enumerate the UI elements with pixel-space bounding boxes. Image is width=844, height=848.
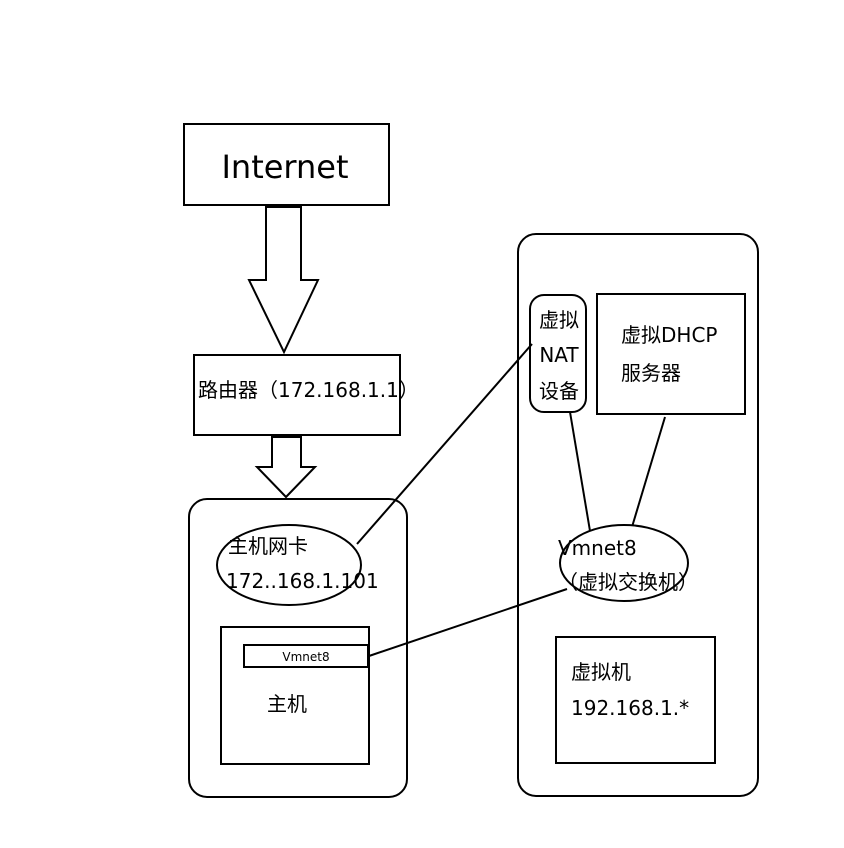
vmnet8-switch-ellipse	[559, 524, 689, 602]
internet-node: Internet	[183, 123, 390, 206]
virtual-dhcp-line1: 虚拟DHCP	[621, 323, 717, 347]
virtual-nat-line2: NAT	[539, 343, 579, 367]
virtual-nat-line3: 设备	[539, 379, 579, 403]
virtual-dhcp-server: 虚拟DHCP 服务器	[596, 293, 746, 415]
virtual-nat-line1: 虚拟	[539, 308, 579, 332]
host-vmnet8-adapter-label: Vmnet8	[282, 650, 329, 664]
host-machine: Vmnet8 主机	[220, 626, 370, 765]
virtual-dhcp-box	[596, 293, 746, 415]
router-node: 路由器（172.168.1.1）	[193, 354, 419, 436]
arrow-router-to-host	[254, 436, 318, 499]
host-container: 主机网卡 172..168.1.101 Vmnet8 主机	[188, 498, 408, 798]
line-nat-to-switch	[569, 411, 591, 532]
host-machine-label: 主机	[267, 692, 307, 716]
host-nic-ip: 172..168.1.101	[226, 569, 379, 593]
virtual-machine: 虚拟机 192.168.1.*	[555, 636, 716, 764]
virtual-dhcp-line2: 服务器	[621, 361, 681, 385]
line-host-vmnet8-to-switch	[368, 588, 568, 657]
virtual-machine-ip: 192.168.1.*	[571, 696, 689, 720]
internet-label: Internet	[221, 148, 348, 186]
virtual-machine-name: 虚拟机	[571, 660, 631, 684]
vm-container: 虚拟 NAT 设备 虚拟DHCP 服务器 Vmnet8 （虚拟交换机） 虚拟机 …	[517, 233, 759, 797]
virtual-nat-box	[529, 294, 587, 413]
router-box	[193, 354, 401, 436]
internet-box	[183, 123, 390, 206]
virtual-machine-box	[555, 636, 716, 764]
line-dhcp-to-switch	[631, 416, 666, 528]
host-nic-name: 主机网卡	[228, 534, 308, 558]
vmnet8-switch-line1: Vmnet8	[558, 536, 637, 560]
arrow-internet-to-router	[247, 206, 320, 355]
host-nic-ellipse	[216, 524, 362, 606]
virtual-nat-device: 虚拟 NAT 设备	[529, 294, 587, 413]
line-nic-to-nat	[356, 343, 533, 545]
router-label: 路由器（172.168.1.1）	[198, 378, 419, 402]
vmnet8-virtual-switch: Vmnet8 （虚拟交换机）	[558, 524, 698, 602]
host-vmnet8-adapter-box	[243, 644, 369, 668]
vmnet8-switch-line2: （虚拟交换机）	[558, 570, 698, 594]
host-nic: 主机网卡 172..168.1.101	[216, 524, 379, 606]
